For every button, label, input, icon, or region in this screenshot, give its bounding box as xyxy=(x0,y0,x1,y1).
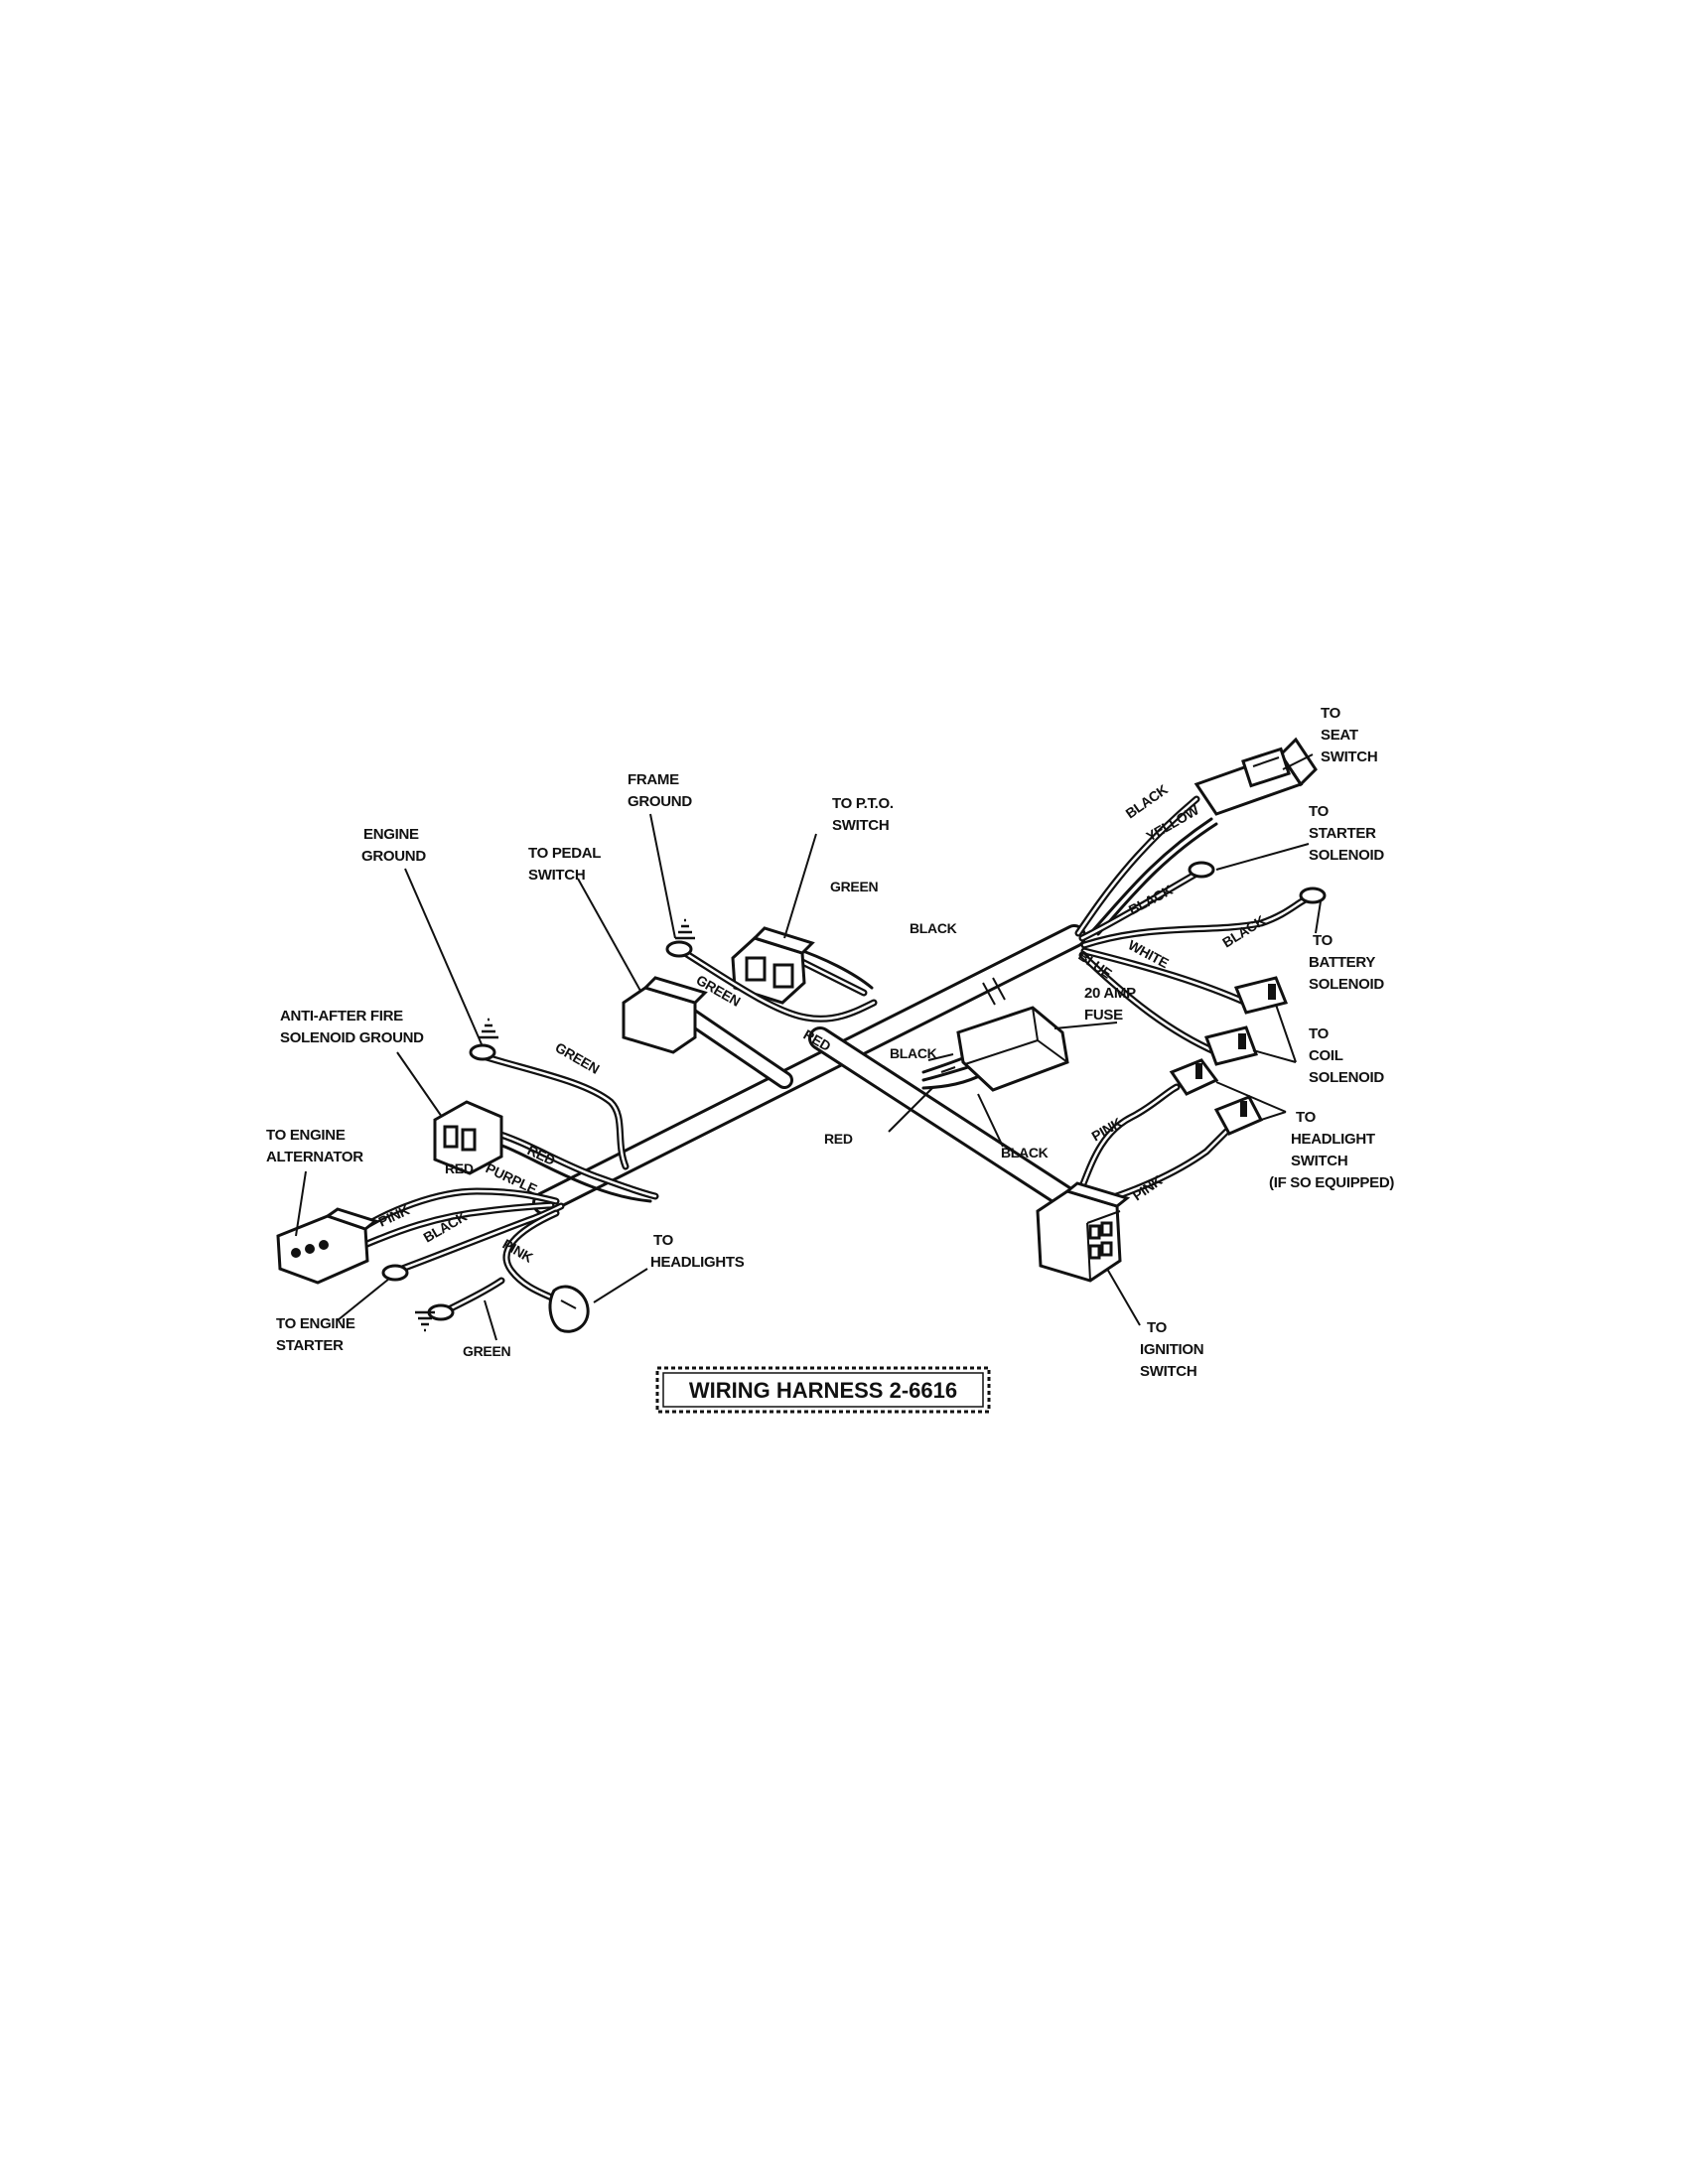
callout-headlights: TO HEADLIGHTS xyxy=(650,1232,745,1271)
callout-line: ANTI-AFTER FIRE xyxy=(280,1008,403,1024)
callout-line: SWITCH xyxy=(1140,1363,1196,1380)
leader-lines xyxy=(295,753,1322,1341)
callout-line: SOLENOID xyxy=(1309,1069,1384,1086)
callout-seat-switch: TO SEAT SWITCH xyxy=(1321,705,1378,765)
callout-starter-solenoid: TO STARTER SOLENOID xyxy=(1309,803,1385,864)
callout-line: SOLENOID xyxy=(1309,847,1384,864)
callout-line: TO xyxy=(1309,1025,1330,1042)
callout-line: FUSE xyxy=(1084,1007,1123,1024)
callout-engine-starter: TO ENGINE STARTER xyxy=(276,1315,355,1354)
frame-ground-symbol xyxy=(675,918,695,940)
callout-line: TO PEDAL xyxy=(528,845,601,862)
title-text: WIRING HARNESS 2-6616 xyxy=(689,1378,957,1403)
callout-line: ENGINE xyxy=(363,826,419,843)
callout-line: IGNITION xyxy=(1140,1341,1203,1358)
callout-line: SOLENOID xyxy=(1309,976,1384,993)
bottom-ground-symbol xyxy=(415,1310,435,1332)
callout-line: 20 AMP xyxy=(1084,985,1136,1002)
engine-ground-symbol xyxy=(479,1018,498,1039)
callout-line: STARTER xyxy=(276,1337,344,1354)
callout-anti-after-fire: ANTI-AFTER FIRE SOLENOID GROUND xyxy=(280,1008,424,1046)
wire-label-black-fuse-bottom: BLACK xyxy=(1001,1145,1049,1160)
callout-line: TO xyxy=(1309,803,1330,820)
wire-label-black-battery: BLACK xyxy=(1219,912,1268,951)
wire-label-black-fuse-top: BLACK xyxy=(890,1045,937,1061)
callout-pto-switch: TO P.T.O. SWITCH xyxy=(832,795,894,834)
callout-line: COIL xyxy=(1309,1047,1343,1064)
starter-solenoid-wire xyxy=(1078,861,1215,942)
wire-label-black-starter-engine: BLACK xyxy=(421,1208,470,1246)
callout-line: TO xyxy=(1313,932,1333,949)
callout-line: BATTERY xyxy=(1309,954,1375,971)
callout-line: HEADLIGHTS xyxy=(650,1254,745,1271)
engine-starter-wire xyxy=(381,1202,565,1282)
seat-switch-connector xyxy=(1193,737,1318,816)
alternator-connector xyxy=(276,1207,379,1285)
wire-label-black-pto: BLACK xyxy=(910,920,957,936)
headlights-wire xyxy=(502,1209,565,1306)
callout-line: SOLENOID GROUND xyxy=(280,1029,424,1046)
callout-engine-alternator: TO ENGINE ALTERNATOR xyxy=(266,1127,364,1165)
wire-label-green-bottom: GREEN xyxy=(463,1343,510,1359)
callout-line: SWITCH xyxy=(1321,749,1377,765)
callout-line: SWITCH xyxy=(528,867,585,884)
callout-fuse: 20 AMP FUSE xyxy=(1084,985,1136,1024)
callout-battery-solenoid: TO BATTERY SOLENOID xyxy=(1309,932,1385,993)
callout-line: TO ENGINE xyxy=(276,1315,355,1332)
callout-ignition-switch: TO IGNITION SWITCH xyxy=(1140,1319,1204,1380)
callout-line: TO xyxy=(1296,1109,1317,1126)
callout-line: TO P.T.O. xyxy=(832,795,894,812)
callout-frame-ground: FRAME GROUND xyxy=(628,771,693,810)
engine-ground-wire xyxy=(469,1043,630,1170)
pedal-branch xyxy=(676,1004,793,1089)
wire-label-red-fuse: RED xyxy=(824,1131,853,1147)
fuse-holder xyxy=(956,1006,1069,1092)
callout-line: SWITCH xyxy=(1291,1153,1347,1169)
callout-line: ALTERNATOR xyxy=(266,1149,363,1165)
wire-label-green-engine-ground: GREEN xyxy=(553,1039,603,1077)
callout-line: GROUND xyxy=(361,848,426,865)
frame-ground-wire xyxy=(665,940,878,1023)
callout-line: SWITCH xyxy=(832,817,889,834)
anti-after-fire-wires xyxy=(488,1128,659,1203)
battery-solenoid-wire xyxy=(1080,887,1327,949)
callout-line: TO ENGINE xyxy=(266,1127,346,1144)
callout-line: GROUND xyxy=(628,793,692,810)
callout-line: FRAME xyxy=(628,771,679,788)
wire-label-black-seat: BLACK xyxy=(1123,781,1171,821)
callout-engine-ground: ENGINE GROUND xyxy=(361,826,427,865)
bottom-green-wire xyxy=(427,1277,505,1321)
wire-label-red-alternator: RED xyxy=(445,1160,474,1176)
callout-pedal-switch: TO PEDAL SWITCH xyxy=(528,845,602,884)
headlight-switch-wires xyxy=(1078,1083,1230,1205)
headlights-connector xyxy=(548,1285,590,1333)
callout-headlight-switch: TO HEADLIGHT SWITCH (IF SO EQUIPPED) xyxy=(1269,1109,1395,1191)
wire-label-yellow-seat: YELLOW xyxy=(1144,801,1202,844)
callout-line: TO xyxy=(1321,705,1341,722)
pedal-switch-connector xyxy=(622,976,708,1054)
callout-coil-solenoid: TO COIL SOLENOID xyxy=(1309,1025,1385,1086)
ignition-branch-trunk xyxy=(808,1026,1086,1215)
pto-switch-connector xyxy=(731,926,815,1005)
main-trunk xyxy=(532,924,1086,1215)
callout-line: STARTER xyxy=(1309,825,1376,842)
coil-solenoid-wires xyxy=(1078,947,1289,1066)
ignition-switch-connector xyxy=(1036,1181,1131,1283)
alternator-wires xyxy=(353,1187,560,1250)
headlight-switch-connectors xyxy=(1169,1058,1264,1136)
anti-after-fire-connector xyxy=(433,1100,503,1175)
callout-line: (IF SO EQUIPPED) xyxy=(1269,1174,1394,1191)
callout-line: HEADLIGHT xyxy=(1291,1131,1375,1148)
callout-line: SEAT xyxy=(1321,727,1358,744)
diagram-title: WIRING HARNESS 2-6616 xyxy=(655,1366,991,1414)
callout-line: TO xyxy=(653,1232,674,1249)
callout-line: TO xyxy=(1147,1319,1168,1336)
wire-label-green-pto: GREEN xyxy=(830,879,878,894)
